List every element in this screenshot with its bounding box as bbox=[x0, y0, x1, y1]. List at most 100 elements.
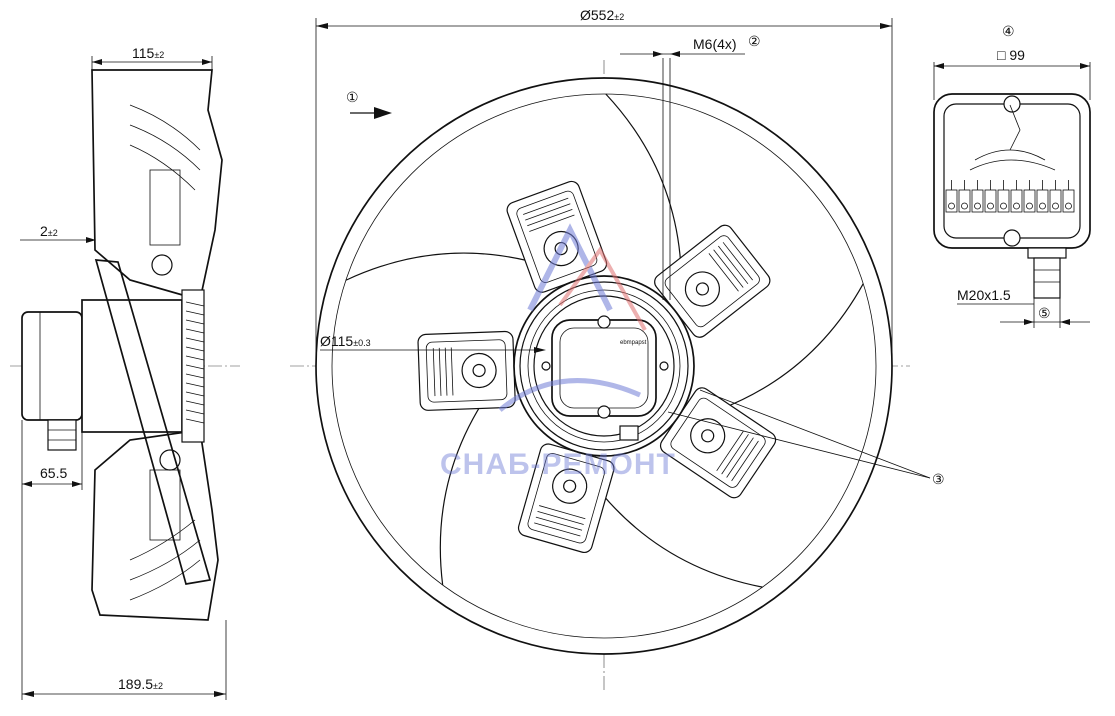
gland-label: M20x1.5 bbox=[957, 287, 1011, 303]
hub-cable-gland bbox=[619, 425, 639, 441]
watermark-logo-left bbox=[527, 223, 613, 312]
box-wire-3 bbox=[1009, 104, 1021, 151]
hub-ring-1 bbox=[519, 281, 689, 451]
rotor-pad-rib-1-4 bbox=[529, 214, 575, 232]
side-rib-6 bbox=[129, 519, 196, 561]
watermark-text: СНАБ-РЕМОНТ bbox=[440, 448, 676, 481]
side-fin-14 bbox=[185, 418, 205, 424]
front-view: ebmpapst Ø552±2 M6(4x) ② ① Ø115±0.3 ③ bbox=[290, 7, 945, 690]
hub-bolt-bottom bbox=[597, 405, 611, 419]
side-cable-gland bbox=[47, 419, 77, 451]
watermark-logo-right bbox=[558, 246, 647, 331]
blade-slot-fill-3-1 bbox=[822, 374, 852, 478]
rotor-pad-rib-3-2 bbox=[726, 437, 754, 478]
gap-tolerance: ±2 bbox=[48, 228, 58, 238]
box-arrow-right bbox=[1080, 63, 1090, 69]
rotor-pad-rib-5-3 bbox=[444, 347, 448, 396]
rotor-pad-rib-2-1 bbox=[722, 242, 753, 281]
rotor-pad-rib-5-2 bbox=[438, 347, 442, 396]
bolt-reference: ② bbox=[748, 33, 761, 49]
rotor-pad-rib-2-4 bbox=[708, 253, 739, 292]
rotor-pad-ring-4 bbox=[552, 468, 588, 504]
bolt-label: M6(4x) bbox=[693, 36, 737, 52]
hub-diameter-label: Ø115±0.3 bbox=[320, 333, 371, 349]
motor-arrow-left bbox=[22, 481, 32, 487]
side-rib-2 bbox=[129, 124, 201, 171]
motor-arrow-right bbox=[72, 481, 82, 487]
watermark bbox=[498, 223, 647, 412]
rotor-pad-rib-4-3 bbox=[537, 510, 584, 525]
side-fin-8 bbox=[185, 364, 205, 370]
blade-slot-fill-4-2 bbox=[568, 581, 667, 594]
side-lower-pad bbox=[149, 469, 181, 541]
blade-slot-fill-5-2 bbox=[379, 401, 418, 493]
nameplate-text: ebmpapst bbox=[620, 340, 647, 346]
rotor-pad-2 bbox=[654, 224, 771, 338]
side-fin-6 bbox=[185, 346, 205, 352]
hub-arrow bbox=[534, 347, 546, 353]
side-width-label: 115±2 bbox=[132, 45, 164, 61]
side-fin-4 bbox=[185, 328, 205, 334]
motor-depth-label: 65.5 bbox=[40, 465, 67, 481]
rotor-pads bbox=[417, 180, 777, 554]
rotor-pad-inner-5 bbox=[425, 339, 508, 403]
gap-value: 2 bbox=[40, 223, 48, 239]
box-reference: ④ bbox=[1002, 23, 1015, 39]
terminal-screw-4 bbox=[987, 202, 994, 210]
hub-bolt-top bbox=[597, 315, 611, 329]
blade-slot-fill-5-1 bbox=[359, 404, 402, 505]
terminal-screw-1 bbox=[948, 202, 955, 210]
side-width-arrow-right bbox=[202, 59, 212, 65]
total-value: 189.5 bbox=[118, 676, 153, 692]
rotor-pad-3 bbox=[659, 387, 777, 499]
box-screw-bottom bbox=[1003, 229, 1021, 247]
hub-ring-2 bbox=[527, 289, 681, 443]
rotor-pad-rib-5-4 bbox=[450, 347, 454, 396]
terminal-screw-5 bbox=[1000, 202, 1007, 210]
rotor-pad-ring-3 bbox=[690, 418, 726, 454]
side-width-value: 115 bbox=[132, 45, 155, 61]
gland-arrow-left bbox=[1024, 319, 1034, 325]
rotor-pad-screw-1 bbox=[554, 241, 568, 256]
side-rib-3 bbox=[129, 144, 196, 191]
gland-reference: ⑤ bbox=[1038, 305, 1051, 321]
side-fin-11 bbox=[185, 391, 205, 397]
terminal-screw-2 bbox=[961, 202, 968, 210]
side-fin-1 bbox=[185, 301, 205, 307]
rotor-pad-rib-3-3 bbox=[721, 434, 749, 475]
gap-label: 2±2 bbox=[40, 223, 58, 239]
gland-body bbox=[1033, 257, 1061, 299]
terminal-screw-8 bbox=[1039, 202, 1046, 210]
bolt-arrow-left bbox=[653, 51, 663, 57]
side-upper-pad bbox=[149, 169, 181, 246]
box-screw-top bbox=[1003, 95, 1021, 113]
gland-arrow-right bbox=[1060, 319, 1070, 325]
side-fin-2 bbox=[185, 310, 205, 316]
blade-slot-fill-2-1 bbox=[687, 133, 779, 193]
rotor-pad-rib-5-1 bbox=[432, 348, 436, 397]
rotor-pad-rib-1-3 bbox=[527, 208, 573, 227]
side-rib-1 bbox=[129, 104, 201, 151]
total-arrow-left bbox=[22, 691, 34, 697]
blade-slot-fill-3-2 bbox=[804, 373, 832, 469]
terminal-box-view: ④ □ 99 ⑤ M20x1.5 bbox=[933, 23, 1091, 328]
side-rib-5 bbox=[129, 539, 201, 581]
dia-arrow-left bbox=[316, 23, 328, 29]
box-wire-1 bbox=[974, 149, 1046, 161]
box-size-label: □ 99 bbox=[997, 47, 1025, 63]
terminal-screw-10 bbox=[1065, 202, 1072, 210]
rotor-pad-rib-4-1 bbox=[534, 522, 581, 537]
terminal-strip bbox=[945, 180, 1075, 213]
flow-arrow-head bbox=[374, 107, 392, 119]
gap-arrow bbox=[86, 237, 96, 243]
side-fin-7 bbox=[185, 355, 205, 361]
rotor-pad-inner-4 bbox=[527, 453, 605, 544]
dia-arrow-right bbox=[880, 23, 892, 29]
side-fin-9 bbox=[185, 373, 205, 379]
rotor-pad-rib-4-2 bbox=[535, 516, 583, 531]
terminal-screw-9 bbox=[1052, 202, 1059, 210]
blade-leader-b bbox=[667, 411, 931, 479]
rotor-pad-rib-3-1 bbox=[731, 440, 759, 482]
blade-slot-fill-1-2 bbox=[424, 163, 502, 228]
